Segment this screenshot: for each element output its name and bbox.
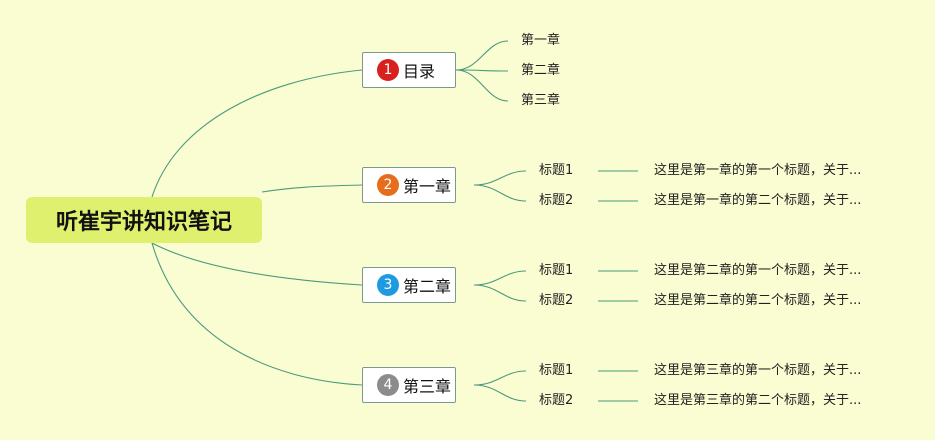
connector-root-to-branch [151,242,363,286]
branch-topic-chapter-1[interactable]: 2 第一章 [362,167,456,203]
connector-branch-to-leaf [473,370,527,386]
subtopic-detail[interactable]: 这里是第三章的第一个标题，关于... [654,363,862,378]
connector-root-to-branch [151,242,363,386]
subtopic-detail[interactable]: 这里是第一章的第一个标题，关于... [654,163,862,178]
branch-topic-label: 第一章 [403,177,452,196]
subtopic-heading-1[interactable]: 标题1 [539,263,574,278]
subtopic-heading-2[interactable]: 标题2 [539,193,574,208]
subtopic-detail[interactable]: 这里是第三章的第二个标题，关于... [654,393,862,408]
connector-root-to-branch [261,184,363,193]
priority-1-icon: 1 [377,59,399,81]
subtopic-heading-1[interactable]: 标题1 [539,163,574,178]
connector-branch-to-leaf [473,170,527,186]
connector-branch-to-leaf [455,69,509,102]
priority-2-icon: 2 [377,174,399,196]
branch-topic-contents[interactable]: 1 目录 [362,52,456,88]
root-topic-label: 听崔宇讲知识笔记 [55,210,232,235]
branch-topic-label: 第二章 [403,277,452,296]
subtopic-detail[interactable]: 这里是第二章的第一个标题，关于... [654,263,862,278]
subtopic-heading-2[interactable]: 标题2 [539,293,574,308]
connector-branch-to-leaf [455,69,509,72]
connector-branch-to-leaf [473,270,527,286]
subtopic-chapter-3[interactable]: 第三章 [521,93,561,108]
root-topic[interactable]: 听崔宇讲知识笔记 [26,197,262,243]
connector-branch-to-leaf [473,384,527,402]
subtopic-heading-1[interactable]: 标题1 [539,363,574,378]
connector-branch-to-leaf [455,40,509,71]
priority-4-icon: 4 [377,374,399,396]
connector-root-to-branch [151,69,363,198]
subtopic-detail[interactable]: 这里是第一章的第二个标题，关于... [654,193,862,208]
subtopic-detail[interactable]: 这里是第二章的第二个标题，关于... [654,293,862,308]
branch-topic-chapter-3[interactable]: 4 第三章 [362,367,456,403]
subtopic-chapter-2[interactable]: 第二章 [521,63,561,78]
branch-topic-label: 目录 [403,62,436,81]
connector-branch-to-leaf [473,284,527,302]
connector-branch-to-leaf [473,184,527,202]
priority-3-icon: 3 [377,274,399,296]
branch-topic-label: 第三章 [403,377,452,396]
branch-topic-chapter-2[interactable]: 3 第二章 [362,267,456,303]
subtopic-heading-2[interactable]: 标题2 [539,393,574,408]
subtopic-chapter-1[interactable]: 第一章 [521,33,561,48]
